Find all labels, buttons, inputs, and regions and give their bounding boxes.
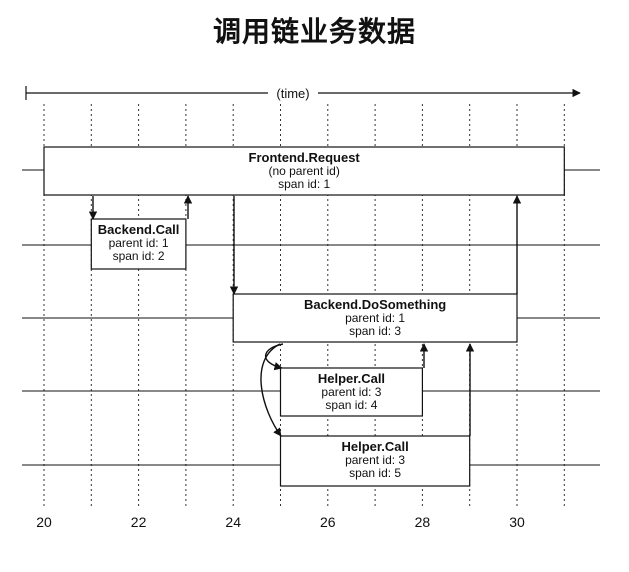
- span-name: Helper.Call: [318, 371, 385, 386]
- span-rect: [43, 146, 565, 196]
- span-box: Frontend.Request(no parent id)span id: 1: [43, 146, 565, 196]
- tick-label: 26: [320, 514, 336, 530]
- span-parent: (no parent id): [268, 164, 339, 178]
- call-arrows: [88, 195, 522, 437]
- tick-label: 24: [225, 514, 241, 530]
- span-boxes: Frontend.Request(no parent id)span id: 1…: [43, 146, 565, 487]
- tick-label: 28: [415, 514, 431, 530]
- span-id: span id: 4: [325, 398, 377, 412]
- span-id: span id: 2: [113, 249, 165, 263]
- tick-labels: 20 22 24 26 28 30: [36, 514, 525, 530]
- span-parent: parent id: 3: [345, 453, 405, 467]
- tick-label: 22: [131, 514, 147, 530]
- span-name: Frontend.Request: [249, 150, 361, 165]
- span-id: span id: 3: [349, 324, 401, 338]
- span-rect: [90, 218, 187, 270]
- span-id: span id: 1: [278, 177, 330, 191]
- span-name: Backend.Call: [98, 222, 180, 237]
- span-parent: parent id: 1: [345, 311, 405, 325]
- span-rect: [279, 367, 423, 417]
- tick-label: 20: [36, 514, 52, 530]
- span-parent: parent id: 3: [321, 385, 381, 399]
- span-rect: [279, 435, 471, 487]
- time-axis: (time): [25, 86, 581, 101]
- tick-label: 30: [509, 514, 525, 530]
- span-rect: [232, 293, 518, 343]
- span-name: Backend.DoSomething: [304, 297, 446, 312]
- page-title: 调用链业务数据: [212, 15, 416, 48]
- time-axis-label: (time): [276, 86, 309, 101]
- span-parent: parent id: 1: [109, 236, 169, 250]
- arrow-call-span-5: [260, 343, 282, 437]
- span-name: Helper.Call: [341, 439, 408, 454]
- span-id: span id: 5: [349, 466, 401, 480]
